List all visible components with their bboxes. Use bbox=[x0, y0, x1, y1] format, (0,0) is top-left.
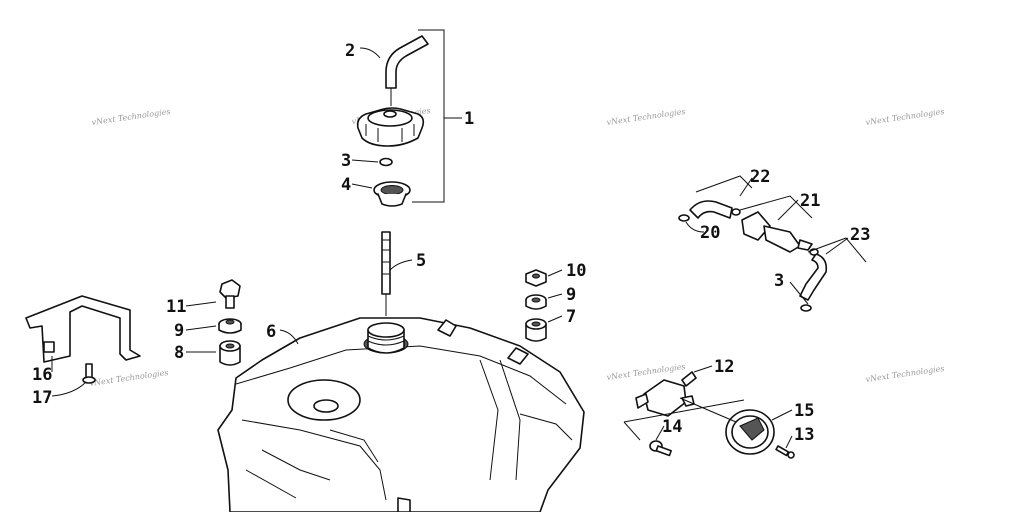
hose-22 bbox=[678, 200, 741, 222]
callout-9-right: 9 bbox=[566, 285, 576, 305]
callout-6: 6 bbox=[266, 322, 276, 342]
callout-17: 17 bbox=[32, 388, 52, 408]
callout-20: 20 bbox=[700, 223, 720, 243]
nut-10 bbox=[525, 269, 547, 287]
fuel-valve-12 bbox=[635, 371, 697, 417]
callout-12: 12 bbox=[714, 357, 734, 377]
fuel-filter-21 bbox=[741, 211, 813, 253]
screw-13 bbox=[775, 445, 795, 459]
callout-1-bracket bbox=[412, 29, 462, 203]
callout-5: 5 bbox=[416, 251, 426, 271]
watermark-8: vNext Technologies bbox=[865, 364, 945, 384]
callout-1: 1 bbox=[464, 109, 474, 129]
washer-9-right bbox=[525, 294, 547, 310]
callout-10: 10 bbox=[566, 261, 586, 281]
callout-3-right: 3 bbox=[774, 271, 784, 291]
callout-8: 8 bbox=[174, 343, 184, 363]
callout-11: 11 bbox=[166, 297, 186, 317]
screw-14 bbox=[649, 440, 672, 457]
callout-23: 23 bbox=[850, 225, 870, 245]
o-ring-right bbox=[800, 304, 812, 312]
watermark-7: vNext Technologies bbox=[606, 362, 686, 382]
watermark-3: vNext Technologies bbox=[865, 107, 945, 127]
level-sender-rod bbox=[381, 231, 391, 316]
callout-22: 22 bbox=[750, 167, 770, 187]
watermark-2: vNext Technologies bbox=[606, 107, 686, 127]
callout-14: 14 bbox=[662, 417, 682, 437]
watermark-5: vNext Technologies bbox=[89, 368, 169, 388]
hose-23 bbox=[799, 248, 828, 301]
fuel-cap bbox=[356, 107, 425, 147]
callout-9-left: 9 bbox=[174, 321, 184, 341]
callout-15: 15 bbox=[794, 401, 814, 421]
callout-16: 16 bbox=[32, 365, 52, 385]
callout-7: 7 bbox=[566, 307, 576, 327]
leader-lines bbox=[51, 47, 867, 449]
washer-9-left bbox=[218, 318, 242, 334]
grommet-8 bbox=[219, 340, 241, 366]
valve-knob-15 bbox=[725, 409, 775, 455]
mounting-bracket-16 bbox=[25, 295, 141, 363]
bolt-11 bbox=[219, 279, 241, 309]
o-ring-top bbox=[379, 157, 393, 167]
screw-17 bbox=[82, 363, 96, 384]
callout-2: 2 bbox=[345, 41, 355, 61]
watermark-1: vNext Technologies bbox=[91, 107, 171, 127]
callout-3-top: 3 bbox=[341, 151, 351, 171]
callout-21: 21 bbox=[800, 191, 820, 211]
tank-tabs bbox=[437, 319, 529, 365]
vent-hose bbox=[385, 35, 429, 106]
fuel-tank-filler-neck bbox=[363, 322, 409, 354]
callout-13: 13 bbox=[794, 425, 814, 445]
callout-4: 4 bbox=[341, 175, 351, 195]
filler-gasket bbox=[373, 181, 411, 207]
grommet-7 bbox=[525, 318, 547, 342]
callouts: 2 1 3 4 5 6 7 8 9 9 10 11 12 13 14 15 16… bbox=[32, 41, 870, 445]
fuel-tank bbox=[217, 317, 585, 512]
